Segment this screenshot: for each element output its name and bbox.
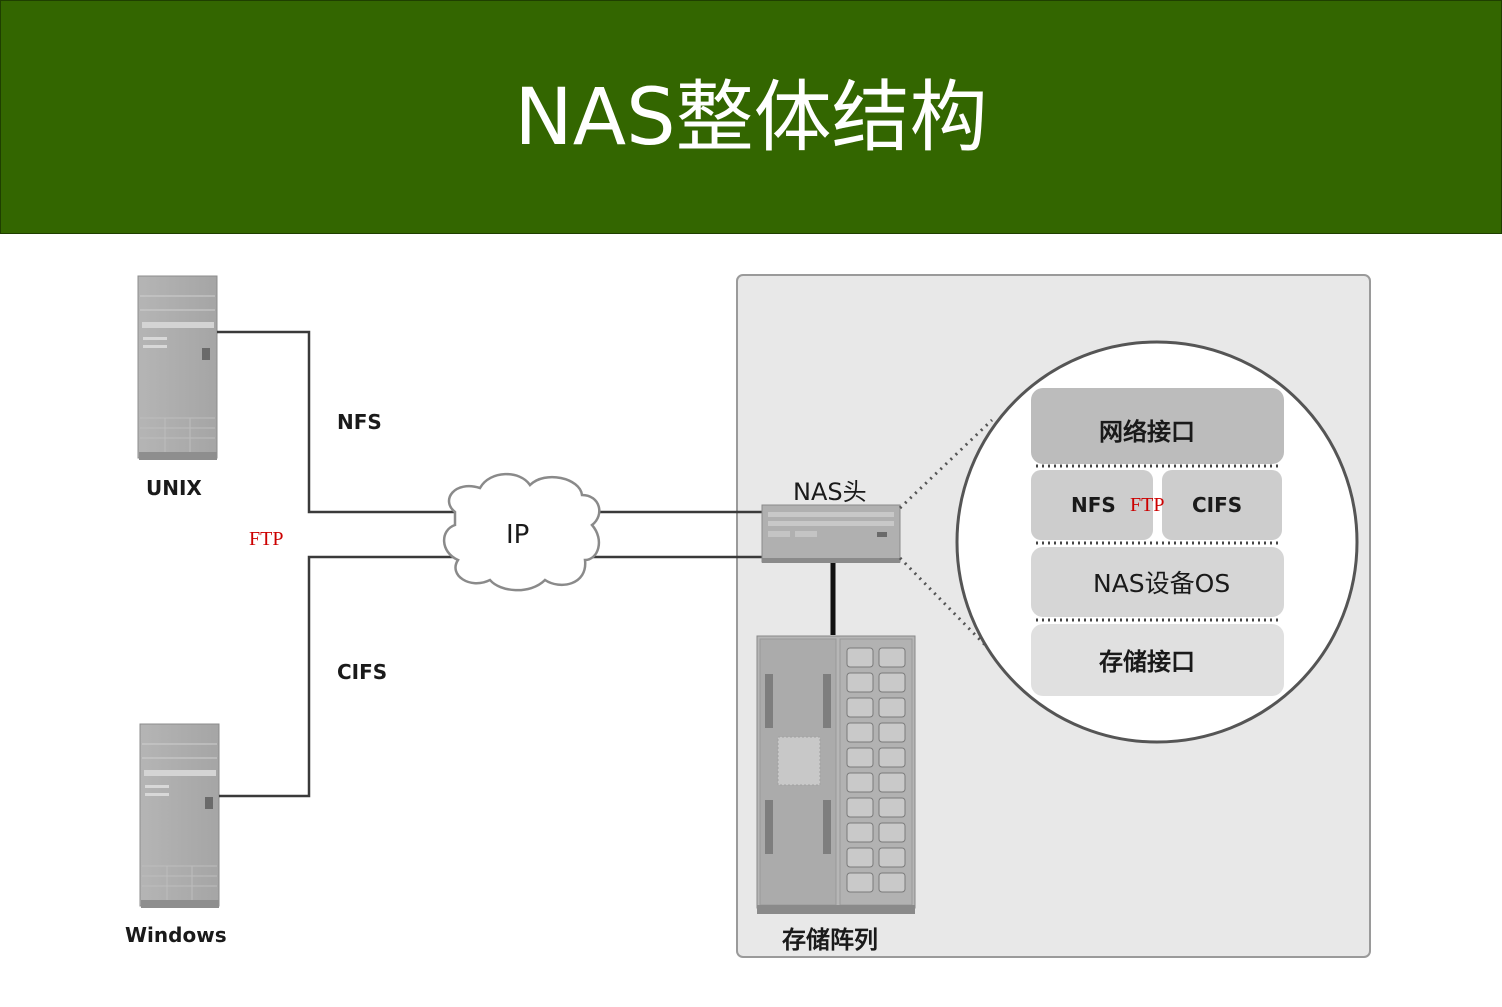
nas-os-label: NAS设备OS bbox=[1093, 569, 1231, 598]
disk-drive-icon bbox=[878, 772, 906, 793]
disk-drive-icon bbox=[846, 722, 874, 743]
disk-drive-icon bbox=[878, 647, 906, 668]
storage-interface-label: 存储接口 bbox=[1099, 647, 1195, 676]
disk-drive-icon bbox=[846, 872, 874, 893]
storage-array-label: 存储阵列 bbox=[782, 925, 878, 954]
ip-cloud-icon bbox=[442, 472, 601, 592]
windows-label: Windows bbox=[125, 923, 227, 947]
nas-head-device-icon bbox=[761, 504, 901, 563]
windows-link-line bbox=[219, 555, 455, 798]
disk-drive-icon bbox=[878, 872, 906, 893]
disk-drive-icon bbox=[878, 672, 906, 693]
stack-nfs-label: NFS bbox=[1071, 493, 1116, 517]
disk-drive-icon bbox=[846, 772, 874, 793]
disk-drive-icon bbox=[878, 722, 906, 743]
storage-array-icon bbox=[756, 635, 916, 914]
disk-drive-icon bbox=[846, 822, 874, 843]
unix-label: UNIX bbox=[146, 476, 202, 500]
ip-network-label: IP bbox=[506, 520, 530, 550]
disk-drive-icon bbox=[846, 747, 874, 768]
layer-cifs bbox=[1162, 470, 1282, 540]
nfs-protocol-label: NFS bbox=[337, 410, 382, 434]
network-interface-label: 网络接口 bbox=[1099, 417, 1195, 446]
slide-title: NAS整体结构 bbox=[514, 73, 988, 163]
zoom-line-top bbox=[898, 418, 994, 510]
disk-drive-icon bbox=[846, 672, 874, 693]
layer-os bbox=[1031, 547, 1284, 617]
windows-server-icon bbox=[139, 723, 220, 908]
unix-link-line bbox=[217, 330, 455, 514]
layer-nfs bbox=[1031, 470, 1153, 540]
disk-drive-icon bbox=[878, 847, 906, 868]
layer-storage-interface bbox=[1031, 624, 1284, 696]
cifs-protocol-label: CIFS bbox=[337, 660, 388, 684]
disk-drive-icon bbox=[846, 847, 874, 868]
ftp-protocol-label: FTP bbox=[249, 528, 284, 550]
disk-drive-icon bbox=[846, 647, 874, 668]
disk-drive-icon bbox=[878, 747, 906, 768]
nas-head-label: NAS头 bbox=[793, 478, 867, 506]
stack-cifs-label: CIFS bbox=[1192, 493, 1243, 517]
disk-drive-icon bbox=[846, 797, 874, 818]
disk-drive-icon bbox=[878, 797, 906, 818]
title-banner: NAS整体结构 bbox=[0, 0, 1502, 234]
disk-drive-icon bbox=[878, 697, 906, 718]
stack-ftp-label: FTP bbox=[1130, 494, 1165, 516]
disk-drive-icon bbox=[878, 822, 906, 843]
zoom-line-bottom bbox=[898, 556, 992, 652]
layer-network-interface bbox=[1031, 388, 1284, 464]
unix-server-icon bbox=[137, 275, 218, 460]
disk-drive-icon bbox=[846, 697, 874, 718]
